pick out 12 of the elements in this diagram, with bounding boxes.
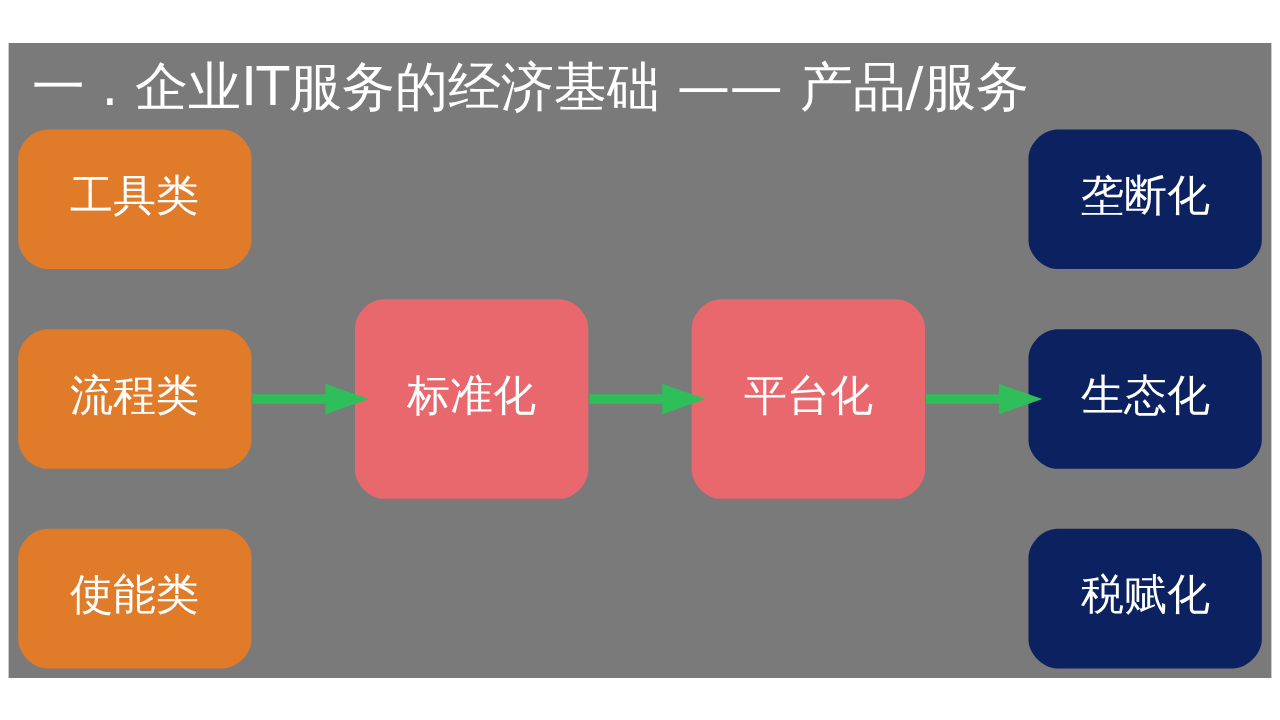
node-box: 标准化 (354, 298, 589, 499)
node-box: 垄断化 (1028, 129, 1262, 269)
arrow (252, 383, 369, 414)
arrow (589, 383, 706, 414)
arrow (925, 383, 1043, 414)
node-box: 平台化 (691, 298, 926, 499)
diagram-title: 一 . 企业IT服务的经济基础 —— 产品/服务 (31, 55, 1030, 117)
node-box: 税赋化 (1028, 528, 1262, 668)
node-box: 生态化 (1028, 328, 1262, 469)
node-box: 工具类 (18, 129, 252, 269)
node-box: 流程类 (18, 328, 252, 469)
node-box: 使能类 (18, 528, 252, 668)
